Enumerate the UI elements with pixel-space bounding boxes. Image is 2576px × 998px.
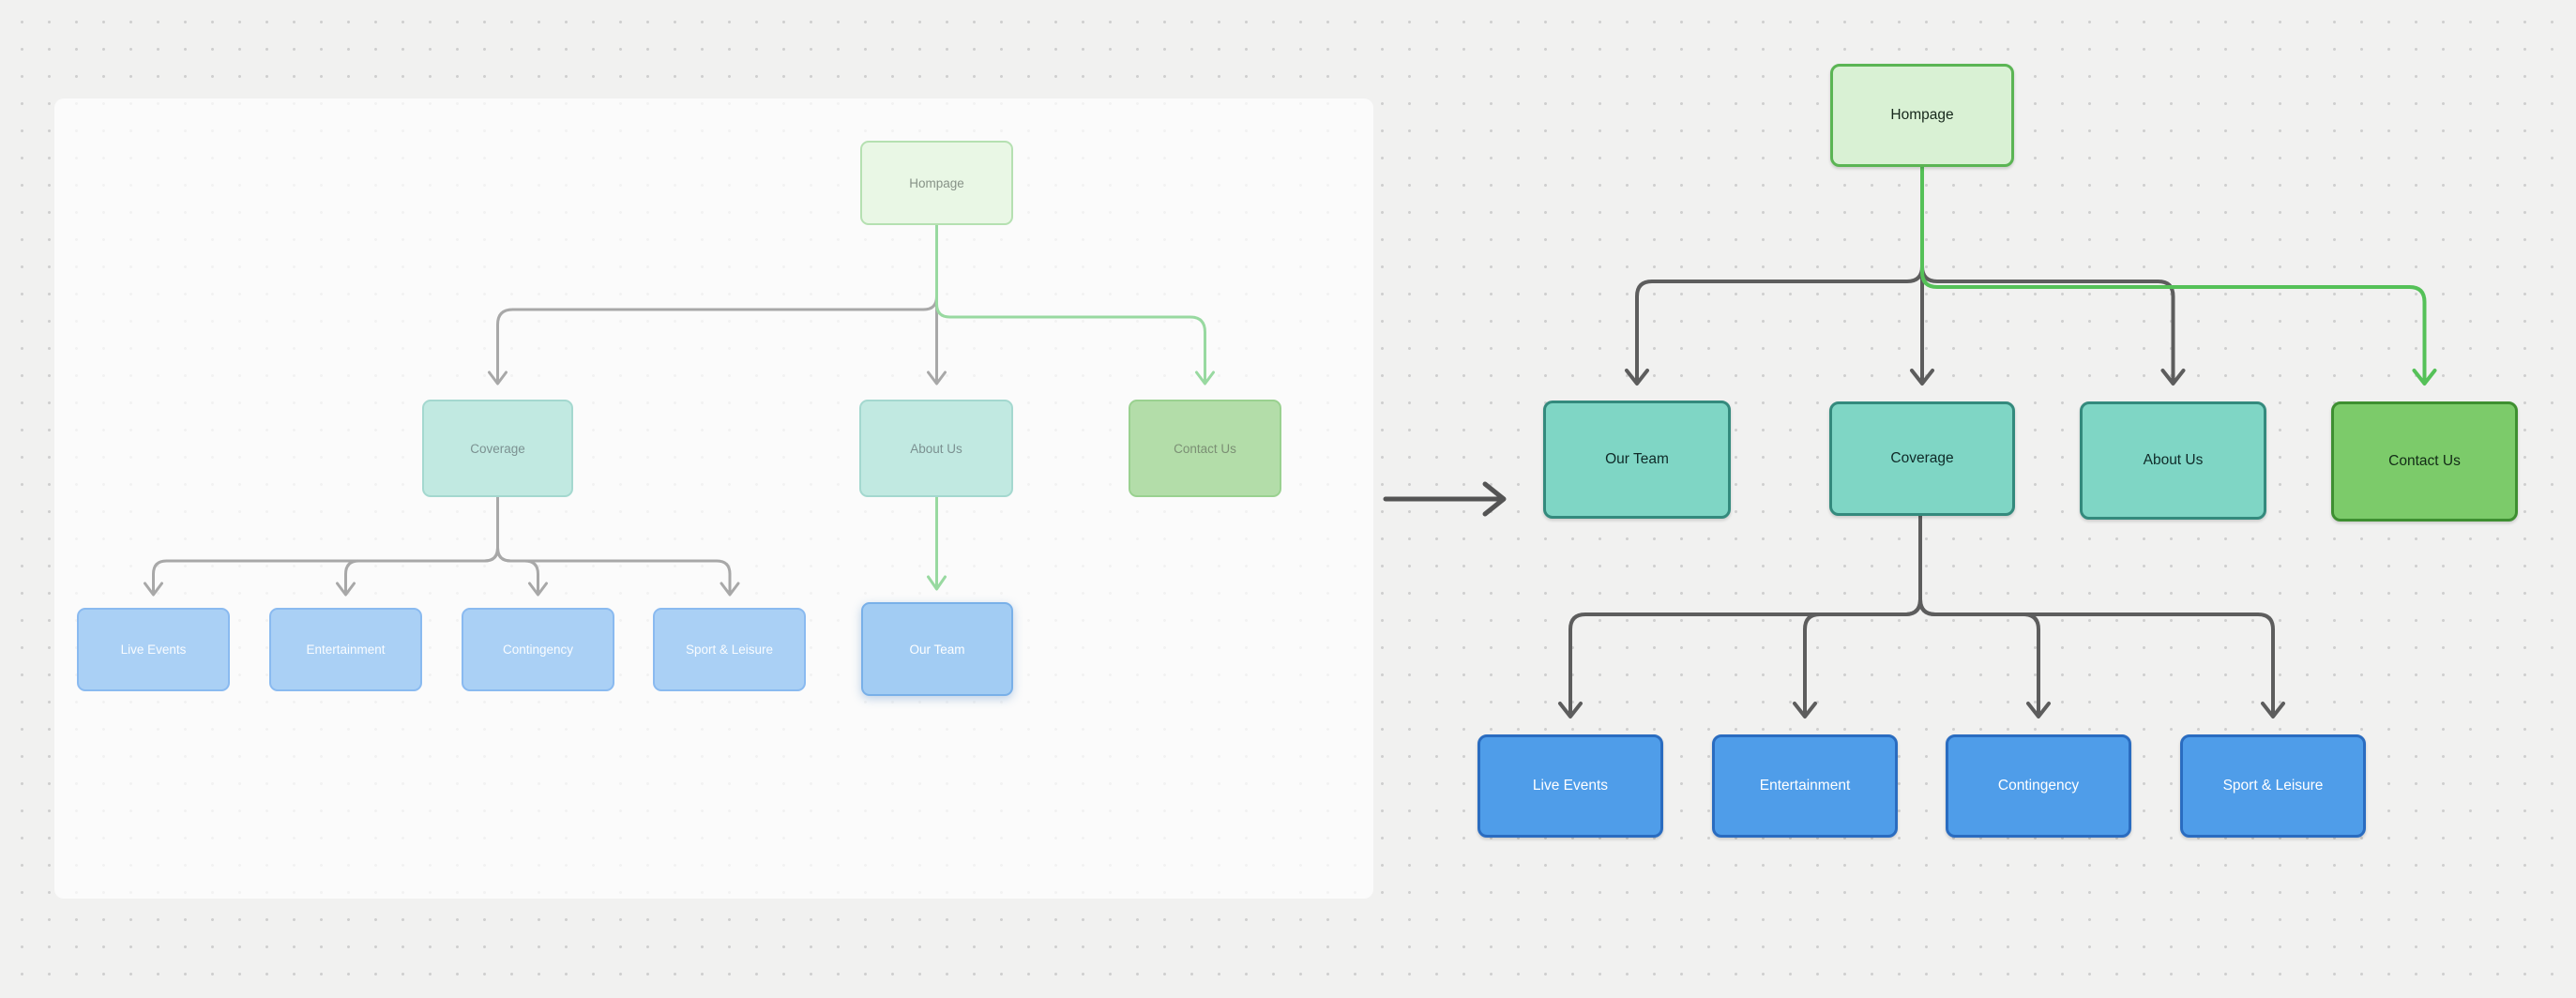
- node-right-coverage[interactable]: Coverage: [1829, 401, 2015, 516]
- node-label: Live Events: [1532, 778, 1609, 794]
- node-right-entertainment[interactable]: Entertainment: [1712, 734, 1898, 838]
- node-label: About Us: [910, 441, 962, 456]
- frame-panel: [54, 98, 1373, 899]
- node-label: Contact Us: [2388, 453, 2461, 469]
- right-green-connectors: [1920, 165, 2437, 386]
- node-right-sport-leisure[interactable]: Sport & Leisure: [2180, 734, 2366, 838]
- node-label: Coverage: [1890, 450, 1954, 466]
- node-left-sport-leisure[interactable]: Sport & Leisure: [653, 608, 806, 691]
- node-right-homepage[interactable]: Hompage: [1830, 64, 2014, 167]
- node-label: Contact Us: [1174, 441, 1236, 456]
- node-left-our-team[interactable]: Our Team: [861, 602, 1013, 696]
- node-left-about-us[interactable]: About Us: [859, 400, 1013, 497]
- node-label: Coverage: [470, 441, 525, 456]
- node-right-about-us[interactable]: About Us: [2080, 401, 2266, 520]
- node-label: Contingency: [502, 643, 574, 657]
- left-green-connectors: [927, 223, 1215, 591]
- node-label: Live Events: [120, 643, 187, 657]
- node-right-contingency[interactable]: Contingency: [1946, 734, 2131, 838]
- node-left-homepage[interactable]: Hompage: [860, 141, 1013, 225]
- node-label: Sport & Leisure: [2222, 778, 2324, 794]
- node-label: Contingency: [1997, 778, 2080, 794]
- node-left-contact-us[interactable]: Contact Us: [1129, 400, 1281, 497]
- node-left-entertainment[interactable]: Entertainment: [269, 608, 422, 691]
- node-left-live-events[interactable]: Live Events: [77, 608, 230, 691]
- node-label: Entertainment: [306, 643, 386, 657]
- node-label: Hompage: [909, 175, 964, 190]
- node-label: Sport & Leisure: [685, 643, 774, 657]
- node-label: Our Team: [1605, 451, 1669, 467]
- node-right-live-events[interactable]: Live Events: [1477, 734, 1663, 838]
- node-right-contact-us[interactable]: Contact Us: [2331, 401, 2518, 522]
- transform-arrow-icon: [1383, 481, 1507, 517]
- node-right-our-team[interactable]: Our Team: [1543, 401, 1731, 519]
- node-label: Our Team: [909, 642, 965, 657]
- node-left-contingency[interactable]: Contingency: [462, 608, 614, 691]
- node-left-coverage[interactable]: Coverage: [422, 400, 573, 497]
- node-label: Entertainment: [1759, 778, 1851, 794]
- node-label: Hompage: [1890, 107, 1954, 123]
- node-label: About Us: [2143, 452, 2204, 468]
